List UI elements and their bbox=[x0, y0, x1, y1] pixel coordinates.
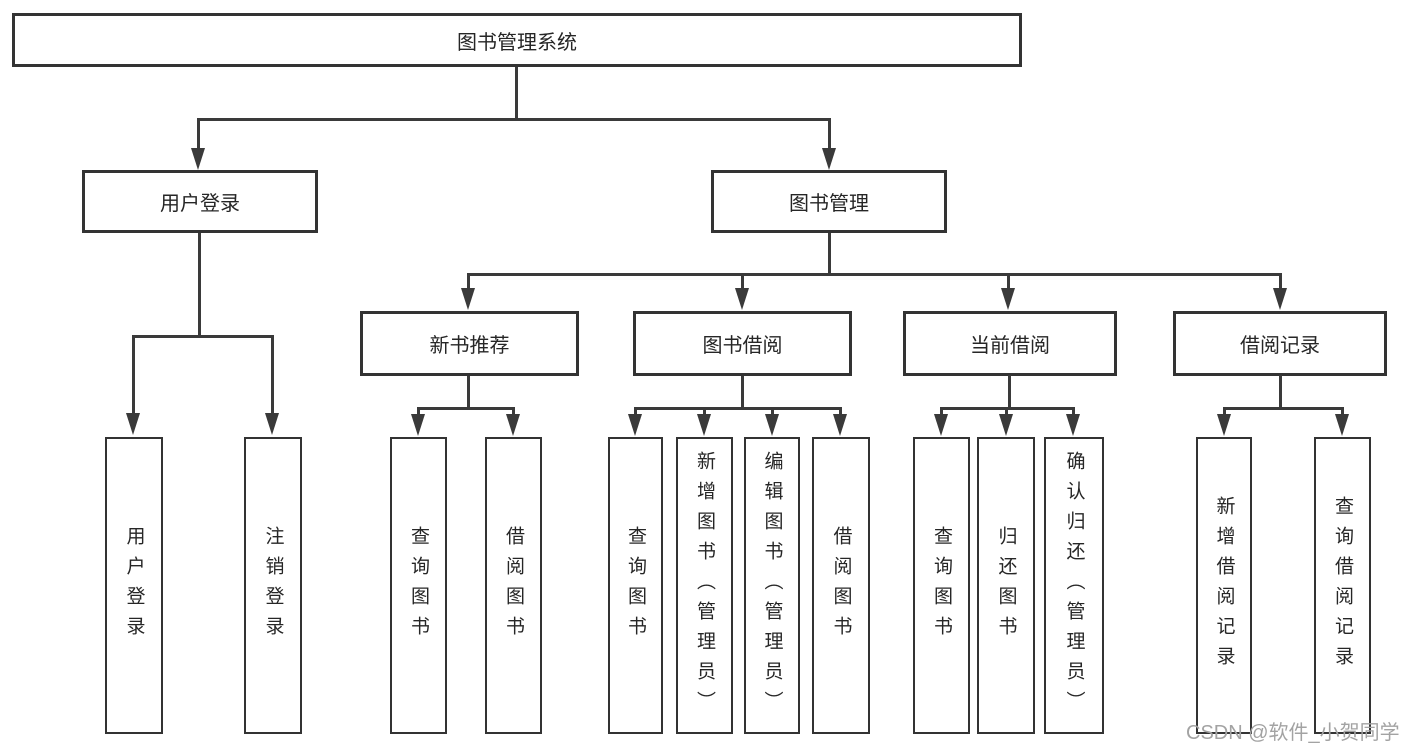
arrowhead-book-management bbox=[822, 148, 836, 170]
arrowhead-user-login bbox=[191, 148, 205, 170]
node-user-login: 用户登录 bbox=[82, 170, 318, 233]
connector-current-stem bbox=[1008, 375, 1011, 407]
leaf-borrow-books: 借阅图书 bbox=[812, 437, 870, 734]
connector-root-drop-left bbox=[197, 118, 200, 151]
arrowhead-borrow-books bbox=[833, 414, 847, 436]
arrowhead-add-books-admin bbox=[697, 414, 711, 436]
arrowhead-edit-books-admin bbox=[765, 414, 779, 436]
node-current-borrowing: 当前借阅 bbox=[903, 311, 1117, 376]
arrowhead-leaf-user-login bbox=[126, 413, 140, 435]
node-root-label: 图书管理系统 bbox=[457, 31, 577, 54]
leaf-borrow-books-recommend-label: 借阅图书 bbox=[503, 525, 524, 646]
connector-bookmgmt-drop-4 bbox=[1279, 273, 1282, 289]
arrowhead-add-borrow-record bbox=[1217, 414, 1231, 436]
leaf-user-login-label: 用户登录 bbox=[123, 525, 145, 646]
csdn-watermark: CSDN @软件_小贺同学 bbox=[1186, 722, 1400, 744]
leaf-user-login: 用户登录 bbox=[105, 437, 163, 734]
connector-recommend-rail bbox=[417, 407, 514, 410]
connector-userlogin-stem bbox=[198, 233, 201, 335]
node-user-login-label: 用户登录 bbox=[160, 193, 240, 215]
node-current-borrowing-label: 当前借阅 bbox=[970, 335, 1050, 357]
connector-borrowing-drop-4 bbox=[839, 407, 842, 416]
arrowhead-new-book-recommend bbox=[461, 288, 475, 310]
connector-bookmgmt-drop-2 bbox=[741, 273, 744, 289]
connector-records-drop-1 bbox=[1223, 407, 1226, 416]
connector-borrowing-drop-1 bbox=[634, 407, 637, 416]
connector-bookmgmt-rail bbox=[467, 273, 1281, 276]
connector-recommend-drop-2 bbox=[512, 407, 515, 416]
connector-current-drop-1 bbox=[940, 407, 943, 416]
node-root: 图书管理系统 bbox=[12, 13, 1022, 67]
connector-bookmgmt-stem bbox=[828, 233, 831, 273]
connector-records-drop-2 bbox=[1341, 407, 1344, 416]
arrowhead-borrowing-records bbox=[1273, 288, 1287, 310]
leaf-return-books: 归还图书 bbox=[977, 437, 1035, 734]
leaf-query-books-recommend: 查询图书 bbox=[390, 437, 447, 734]
leaf-query-books-current-label: 查询图书 bbox=[931, 525, 952, 646]
leaf-add-books-admin: 新增图书（管理员） bbox=[676, 437, 733, 734]
connector-root-drop-right bbox=[828, 118, 831, 151]
arrowhead-return-books bbox=[999, 414, 1013, 436]
connector-recommend-stem bbox=[467, 376, 470, 407]
connector-bookmgmt-drop-3 bbox=[1007, 273, 1010, 289]
leaf-query-books-recommend-label: 查询图书 bbox=[408, 525, 429, 646]
leaf-query-borrow-record-label: 查询借阅记录 bbox=[1332, 495, 1353, 676]
leaf-add-books-admin-label: 新增图书（管理员） bbox=[694, 450, 715, 721]
node-book-management: 图书管理 bbox=[711, 170, 947, 233]
connector-bookmgmt-drop-1 bbox=[467, 273, 470, 289]
leaf-confirm-return-admin: 确认归还（管理员） bbox=[1044, 437, 1104, 734]
connector-userlogin-drop-2 bbox=[271, 335, 274, 415]
leaf-edit-books-admin: 编辑图书（管理员） bbox=[744, 437, 800, 734]
node-new-book-recommend-label: 新书推荐 bbox=[429, 335, 510, 357]
node-book-borrowing: 图书借阅 bbox=[633, 311, 852, 376]
arrowhead-current-borrowing bbox=[1001, 288, 1015, 310]
connector-borrowing-drop-3 bbox=[771, 407, 774, 416]
connector-current-drop-3 bbox=[1072, 407, 1075, 416]
node-new-book-recommend: 新书推荐 bbox=[360, 311, 579, 376]
leaf-query-books-borrowing-label: 查询图书 bbox=[625, 525, 646, 646]
leaf-edit-books-admin-label: 编辑图书（管理员） bbox=[761, 450, 783, 721]
arrowhead-query-books-current bbox=[934, 414, 948, 436]
node-borrowing-records-label: 借阅记录 bbox=[1240, 335, 1320, 357]
connector-root-rail bbox=[197, 118, 830, 121]
leaf-query-books-borrowing: 查询图书 bbox=[608, 437, 663, 734]
node-borrowing-records: 借阅记录 bbox=[1173, 311, 1387, 376]
leaf-borrow-books-recommend: 借阅图书 bbox=[485, 437, 542, 734]
leaf-logout-label: 注销登录 bbox=[262, 525, 284, 646]
arrowhead-book-borrowing bbox=[735, 288, 749, 310]
leaf-confirm-return-admin-label: 确认归还（管理员） bbox=[1063, 450, 1085, 721]
node-book-borrowing-label: 图书借阅 bbox=[702, 335, 783, 357]
connector-userlogin-drop-1 bbox=[132, 335, 135, 415]
arrowhead-leaf-logout bbox=[265, 413, 279, 435]
arrowhead-confirm-return-admin bbox=[1066, 414, 1080, 436]
connector-borrowing-drop-2 bbox=[703, 407, 706, 416]
leaf-logout: 注销登录 bbox=[244, 437, 302, 734]
connector-borrowing-rail bbox=[634, 407, 841, 410]
connector-records-stem bbox=[1279, 375, 1282, 407]
connector-current-drop-2 bbox=[1005, 407, 1008, 416]
arrowhead-borrow-books-recommend bbox=[506, 414, 520, 436]
leaf-query-borrow-record: 查询借阅记录 bbox=[1314, 437, 1371, 734]
node-book-management-label: 图书管理 bbox=[789, 193, 869, 215]
connector-root-stem bbox=[515, 67, 518, 118]
connector-userlogin-rail bbox=[133, 335, 274, 338]
arrowhead-query-books-recommend bbox=[411, 414, 425, 436]
leaf-borrow-books-label: 借阅图书 bbox=[830, 525, 852, 646]
connector-borrowing-stem bbox=[741, 376, 744, 407]
arrowhead-query-borrow-record bbox=[1335, 414, 1349, 436]
leaf-query-books-current: 查询图书 bbox=[913, 437, 970, 734]
leaf-add-borrow-record: 新增借阅记录 bbox=[1196, 437, 1252, 734]
connector-records-rail bbox=[1223, 407, 1343, 410]
leaf-add-borrow-record-label: 新增借阅记录 bbox=[1213, 495, 1235, 676]
leaf-return-books-label: 归还图书 bbox=[995, 525, 1017, 646]
arrowhead-query-books-borrowing bbox=[628, 414, 642, 436]
connector-recommend-drop-1 bbox=[417, 407, 420, 416]
